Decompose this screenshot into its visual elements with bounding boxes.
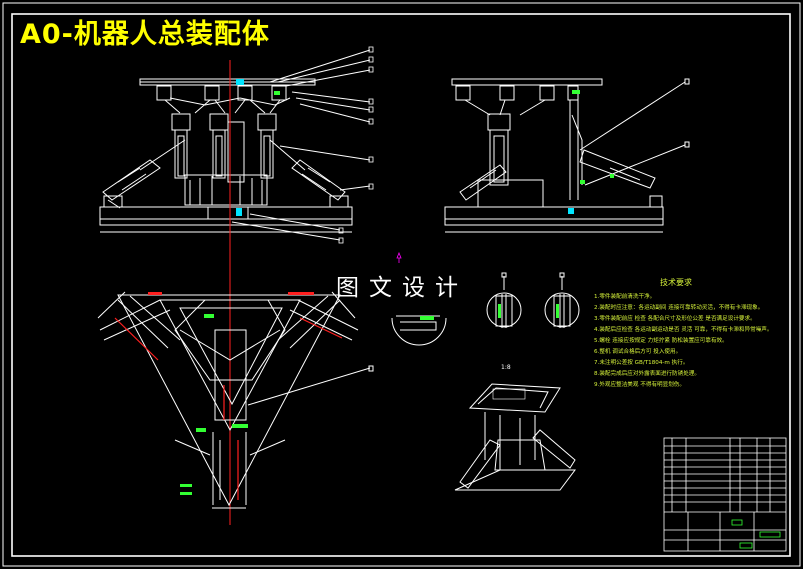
drawing-border — [11, 13, 791, 557]
tech-requirement-item: 8.装配完成后应对外露表面进行防锈处理。 — [594, 371, 701, 377]
tech-requirement-item: 6.整机 调试合格后方可 投入使用。 — [594, 349, 682, 355]
top-view — [97, 291, 374, 509]
front-view — [99, 49, 371, 241]
tech-requirement-item: 7.未注明公差按 GB/T1804-m 执行。 — [594, 360, 689, 366]
detail-views — [391, 272, 580, 346]
isometric-view — [454, 383, 576, 491]
side-view — [444, 78, 690, 233]
side-view-accents — [568, 90, 614, 214]
tech-requirement-item: 5.螺栓 连接应按规定 力矩拧紧 防松装置应可靠有效。 — [594, 338, 728, 344]
watermark-text: 图文设计 — [336, 275, 468, 301]
isometric-scale-label: 1:8 — [501, 364, 511, 371]
marker-icon — [396, 251, 402, 263]
front-view-accents — [229, 60, 280, 525]
isometric-accents — [492, 388, 526, 400]
detail-accents — [420, 304, 559, 320]
tech-requirements-title: 技术要求 — [660, 278, 692, 287]
tech-requirement-item: 3.零件装配前应 检查 各配合尺寸及形位公差 是否满足设计要求。 — [594, 316, 756, 322]
tech-requirement-item: 1.零件装配前清洗干净。 — [594, 294, 656, 300]
title-block — [663, 437, 787, 552]
tech-requirement-item: 4.装配后应检查 各运动副运动是否 灵活 可靠，不得有卡滞和异常噪声。 — [594, 327, 773, 333]
drawing-title: A0-机器人总装配体 — [20, 19, 270, 50]
tech-requirement-item: 2.装配时应注意：各运动副间 连接可靠转动灵活，不得有卡滞现象。 — [594, 305, 764, 311]
tech-requirements-list: 1.零件装配前清洗干净。 2.装配时应注意：各运动副间 连接可靠转动灵活，不得有… — [594, 292, 784, 391]
tech-requirement-item: 9.外观应整洁美观 不得有明显划伤。 — [594, 382, 686, 388]
top-view-accents — [114, 292, 343, 500]
front-view-balloons — [338, 46, 374, 244]
